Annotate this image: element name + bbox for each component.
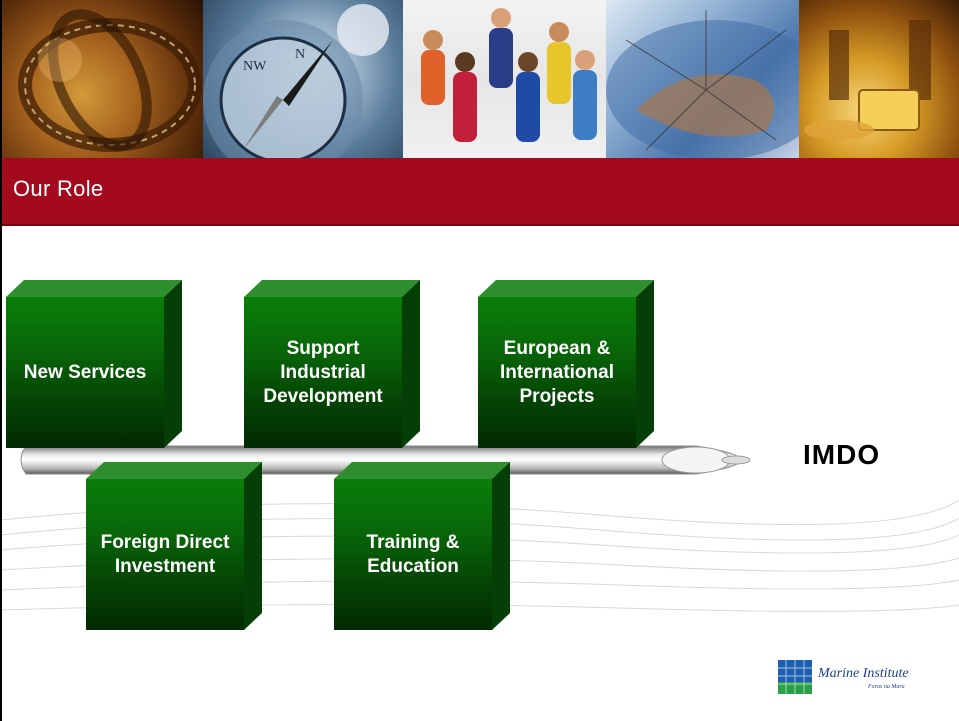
box-label: Support Industrial Development (263, 337, 383, 407)
people-illustration (421, 8, 597, 142)
svg-text:NW: NW (243, 59, 267, 74)
cube-front-face: Support Industrial Development (244, 297, 402, 448)
marine-institute-logo-mark (778, 660, 812, 694)
title-bar: Our Role (0, 158, 959, 226)
box-support-industrial-development: Support Industrial Development (244, 280, 420, 448)
box-label: Training & Education (366, 531, 460, 577)
compass-illustration: NW N (203, 4, 389, 158)
cube-top-face (86, 462, 262, 479)
banner-image-film-globe (0, 0, 203, 158)
header-banner: NW N (0, 0, 959, 158)
cube-top-face (334, 462, 510, 479)
slide-title: Our Role (13, 176, 104, 201)
cube-front-face: New Services (6, 297, 164, 448)
cube-top-face (478, 280, 654, 297)
slide-border (0, 0, 2, 721)
film-reel-globe-illustration (18, 9, 202, 152)
gold-scales-illustration (804, 20, 931, 140)
cube-side-face (636, 280, 654, 448)
marine-institute-logo: Marine Institute Foras na Mara (778, 660, 928, 696)
cube-front-face: Foreign Direct Investment (86, 479, 244, 630)
logo-name: Marine Institute (818, 666, 909, 682)
box-foreign-direct-investment: Foreign Direct Investment (86, 462, 262, 630)
logo-tagline: Foras na Mara (868, 684, 905, 690)
cube-side-face (492, 462, 510, 630)
cube-top-face (244, 280, 420, 297)
cube-top-face (6, 280, 182, 297)
earth-illustration (606, 10, 799, 158)
box-new-services: New Services (6, 280, 182, 448)
cube-side-face (244, 462, 262, 630)
box-label: European & International Projects (499, 337, 614, 407)
banner-image-compass: NW N (203, 0, 403, 158)
cube-front-face: Training & Education (334, 479, 492, 630)
banner-image-earth (606, 0, 799, 158)
logo-name-part2: Institute (862, 666, 909, 681)
svg-text:N: N (295, 47, 305, 62)
cube-front-face: European & International Projects (478, 297, 636, 448)
box-label: Foreign Direct Investment (100, 531, 230, 577)
cube-side-face (164, 280, 182, 448)
box-european-international-projects: European & International Projects (478, 280, 654, 448)
box-label: New Services (23, 361, 147, 383)
cube-side-face (402, 280, 420, 448)
logo-name-part1: Marine (818, 666, 860, 681)
banner-image-people (403, 0, 606, 158)
imdo-label: IMDO (803, 439, 881, 470)
box-training-education: Training & Education (334, 462, 510, 630)
banner-image-gold (799, 0, 959, 158)
